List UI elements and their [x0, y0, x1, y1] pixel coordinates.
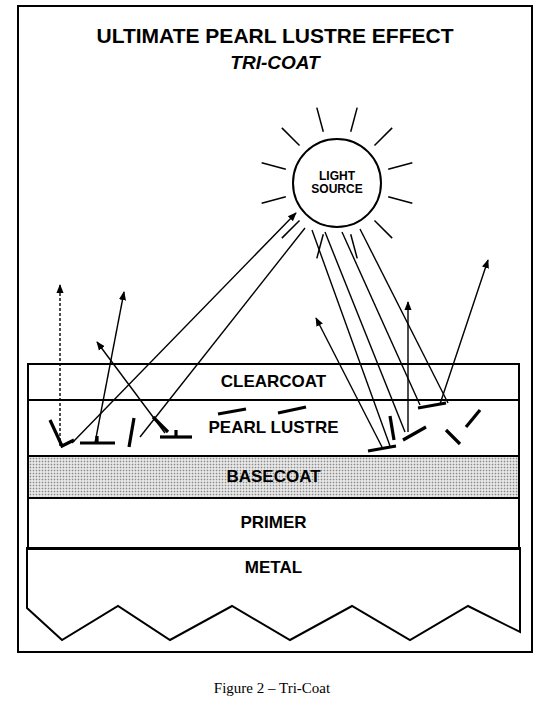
metal-outline — [27, 548, 520, 640]
clearcoat-layer: CLEARCOAT — [27, 363, 520, 401]
layer-label: BASECOAT — [223, 468, 323, 487]
reflection-rays — [60, 213, 488, 447]
pearl-flakes — [50, 403, 480, 451]
diagram-title: ULTIMATE PEARL LUSTRE EFFECT — [20, 24, 530, 48]
layer-label: PRIMER — [237, 514, 309, 533]
primer-layer: PRIMER — [27, 497, 520, 550]
layer-label: LIGHT SOURCE — [302, 170, 372, 196]
layer-label: METAL — [242, 559, 305, 578]
layer-label: CLEARCOAT — [218, 373, 329, 392]
light-rays — [262, 108, 413, 259]
light-source-circle: LIGHT SOURCE — [292, 138, 382, 228]
layer-label: PEARL LUSTRE — [205, 419, 341, 438]
outer-frame — [18, 6, 532, 652]
pearl-lustre-layer: PEARL LUSTRE — [27, 399, 520, 457]
subtitle: TRI-COAT — [20, 52, 530, 74]
basecoat-layer: BASECOAT — [27, 455, 520, 499]
figure-caption: Figure 2 – Tri-Coat — [20, 680, 524, 697]
metal-layer: METAL — [29, 550, 518, 586]
